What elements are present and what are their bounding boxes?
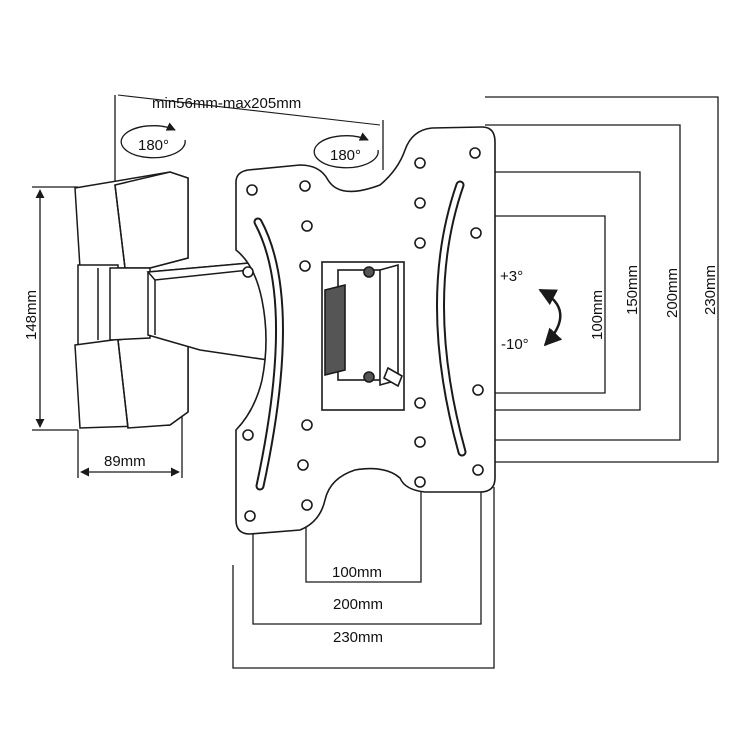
hole <box>244 510 256 522</box>
tilt-bracket-shadow <box>324 283 346 377</box>
swivel-left-arrow <box>120 122 186 159</box>
wall-plate-lower-edge <box>117 339 129 429</box>
dimension-lines <box>32 94 719 669</box>
vesa-v-150-label: 150mm <box>624 265 641 315</box>
swivel-indicators <box>120 122 379 169</box>
wall-plate-hinge <box>109 267 151 341</box>
vesa-v-100-label: 100mm <box>589 290 606 340</box>
hole <box>472 384 484 396</box>
swivel-right-arrow <box>313 132 379 169</box>
hole <box>301 419 313 431</box>
dim-line-200-horizontal <box>252 472 482 625</box>
dim-arrow-extension <box>117 94 381 126</box>
vesa-h-100-label: 100mm <box>332 564 382 581</box>
dim-line-230-vertical <box>485 96 719 463</box>
hole <box>472 464 484 476</box>
tilt-up-label: +3° <box>500 268 523 285</box>
wall-plate-height-label: 148mm <box>23 290 40 340</box>
hole <box>414 476 426 488</box>
vesa-plate <box>235 126 496 535</box>
wall-plate-width-label: 89mm <box>104 453 146 470</box>
left-slot-inner <box>255 219 282 489</box>
swivel-left-label: 180° <box>138 137 169 154</box>
hole <box>246 184 258 196</box>
hole <box>242 429 254 441</box>
dim-line-100-horizontal <box>305 480 422 583</box>
tilt-down-label: -10° <box>501 336 529 353</box>
hole <box>242 266 254 278</box>
hole <box>301 499 313 511</box>
hole <box>299 260 311 272</box>
hole <box>414 157 426 169</box>
vesa-h-230-label: 230mm <box>333 629 383 646</box>
tilt-bracket-side <box>379 263 399 387</box>
tilt-bolt-top <box>363 266 375 278</box>
arm-extension-label: min56mm-max205mm <box>152 95 301 112</box>
vesa-v-230-label: 230mm <box>702 265 719 315</box>
hole <box>470 227 482 239</box>
tilt-arrow <box>538 288 563 347</box>
vesa-h-200-label: 200mm <box>333 596 383 613</box>
hole <box>297 459 309 471</box>
hole <box>301 220 313 232</box>
swivel-right-label: 180° <box>330 147 361 164</box>
right-slot-inner <box>438 182 465 455</box>
hole <box>414 397 426 409</box>
hole <box>469 147 481 159</box>
wall-plate <box>74 171 189 429</box>
hole <box>414 237 426 249</box>
hole <box>299 180 311 192</box>
tilt-lever <box>382 366 404 388</box>
hole <box>414 197 426 209</box>
hole <box>414 436 426 448</box>
vesa-v-200-label: 200mm <box>664 268 681 318</box>
wall-plate-upper-edge <box>114 184 126 269</box>
dim-line-150-vertical <box>485 171 641 411</box>
tilt-bolt-bottom <box>363 371 375 383</box>
wall-plate-lower-face <box>117 334 189 429</box>
vesa-holes <box>242 147 484 522</box>
dim-line-200-vertical <box>485 124 681 441</box>
dim-line-100-vertical <box>485 215 606 394</box>
dim-line-230-horizontal <box>232 487 495 669</box>
tilt-bracket <box>321 261 405 411</box>
wall-plate-upper-face <box>114 171 189 269</box>
